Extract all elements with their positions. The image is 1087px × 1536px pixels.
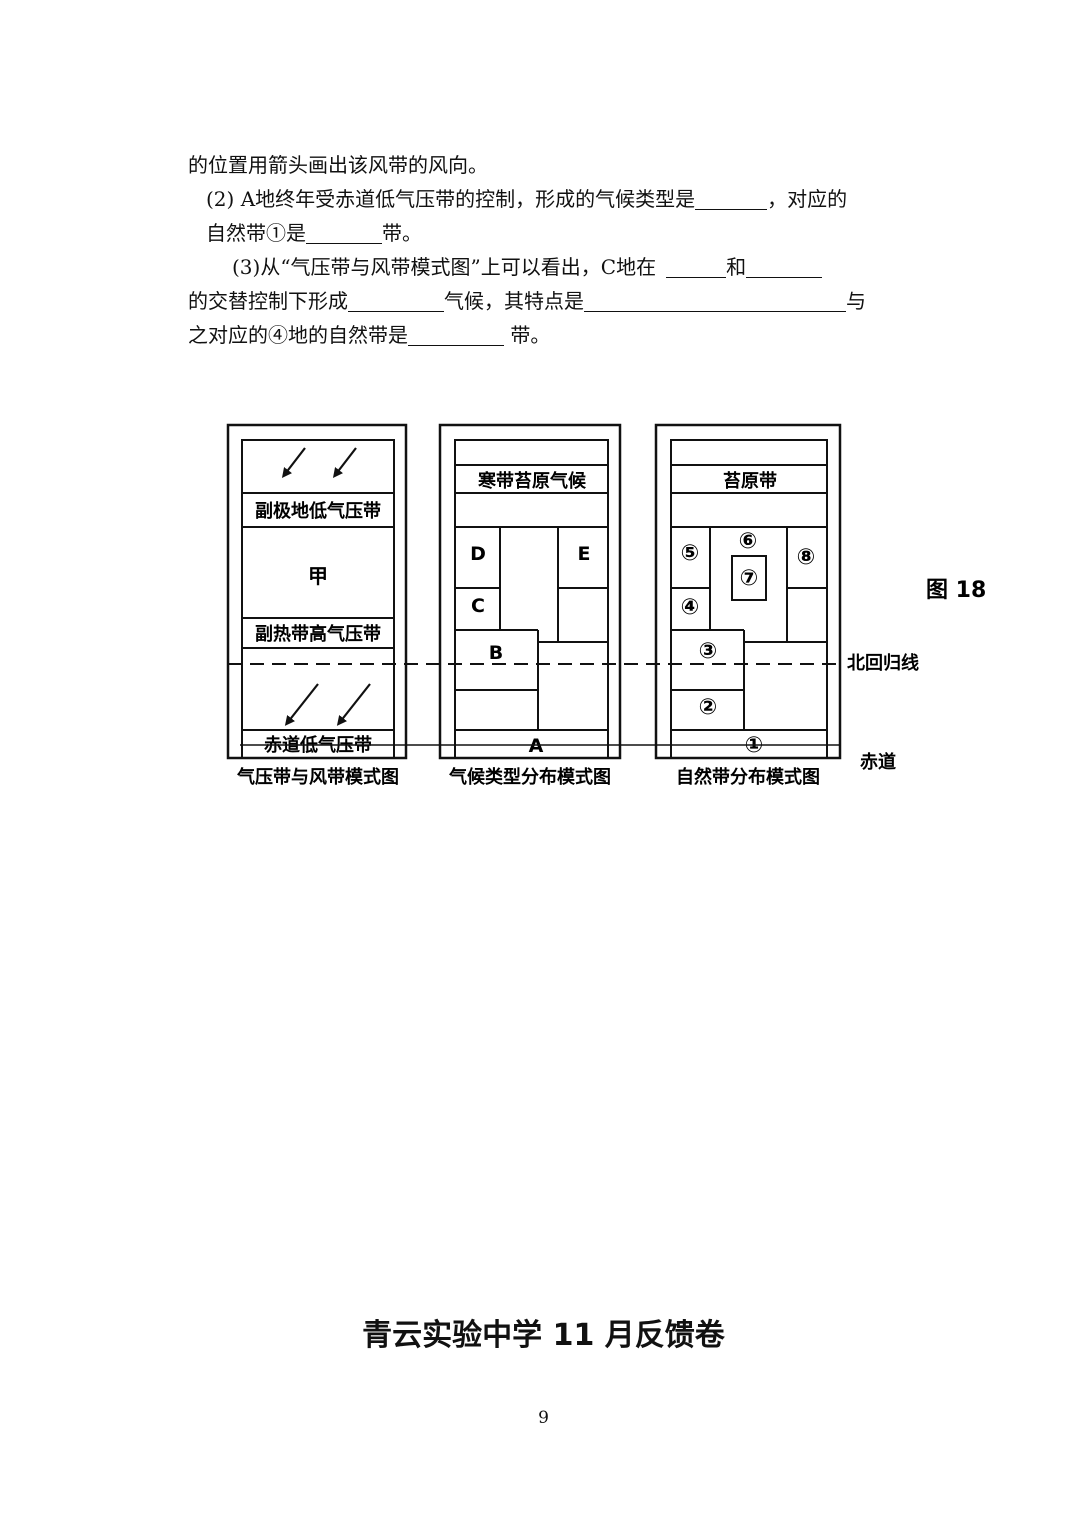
arrow-trade-2: [336, 683, 371, 726]
label-zone-8: ⑧: [797, 545, 816, 570]
label-A: A: [529, 735, 544, 757]
zone-inner-frame: [670, 439, 828, 759]
answer-blank-belt-1[interactable]: [666, 255, 727, 278]
arrow-polar-1: [281, 447, 306, 478]
label-zone-3: ③: [699, 639, 718, 664]
answer-blank-belt-2[interactable]: [746, 255, 823, 278]
q2-line2-text-2: 带。: [382, 221, 422, 245]
label-D: D: [470, 543, 486, 565]
answer-blank-zone-4[interactable]: [408, 323, 504, 346]
title-zone-diagram: 自然带分布模式图: [676, 766, 820, 788]
label-tundra-zone: 苔原带: [723, 470, 777, 492]
q3-text-1: (3)从“气压带与风带模式图”上可以看出，C地在: [232, 255, 657, 279]
q2-line2-text-1: 自然带①是: [206, 221, 306, 245]
question-2-line-1: (2) A地终年受赤道低气压带的控制，形成的气候类型是 ，对应的: [188, 182, 948, 216]
arrow-trade-1: [284, 683, 319, 726]
label-equator: 赤道: [860, 751, 896, 773]
label-zone-2: ②: [699, 695, 718, 720]
answer-blank-feature[interactable]: [584, 289, 846, 312]
natural-zone-diagram: [654, 423, 842, 760]
title-climate-diagram: 气候类型分布模式图: [448, 766, 611, 788]
climate-type-diagram: [438, 423, 622, 760]
q3-line2-text-2: 气候，其特点是: [444, 289, 584, 313]
pressure-arrows: [281, 447, 371, 726]
answer-blank-climate-c[interactable]: [348, 289, 444, 312]
label-tropic: 北回归线: [847, 652, 919, 674]
label-subpolar-low: 副极地低气压带: [255, 500, 381, 522]
label-jia: 甲: [308, 564, 328, 588]
q3-line3-text-1: 之对应的④地的自然带是: [188, 323, 408, 347]
label-subtropical-high: 副热带高气压带: [255, 623, 381, 645]
answer-blank-zone-1[interactable]: [306, 221, 382, 244]
question-3-line-2: 的交替控制下形成 气候，其特点是 与: [188, 284, 948, 318]
label-zone-7: ⑦: [740, 566, 759, 591]
label-zone-4: ④: [681, 595, 700, 620]
question-text: 的位置用箭头画出该风带的风向。 (2) A地终年受赤道低气压带的控制，形成的气候…: [188, 148, 948, 352]
figure-label: 图 18: [926, 578, 986, 603]
line1-text: 的位置用箭头画出该风带的风向。: [188, 153, 488, 177]
question-3-line-1: (3)从“气压带与风带模式图”上可以看出，C地在 和: [188, 250, 948, 284]
zone-7-box: [731, 555, 767, 601]
q3-line3-text-2: 带。: [510, 323, 551, 347]
label-tundra-climate: 寒带苔原气候: [477, 470, 587, 492]
q3-line2-text-1: 的交替控制下形成: [188, 289, 348, 313]
climate-inner-frame: [454, 439, 609, 759]
label-E: E: [578, 543, 591, 565]
label-zone-6: ⑥: [739, 529, 758, 554]
pressure-outer-frame: [226, 423, 408, 760]
question-3-line-3: 之对应的④地的自然带是 带。: [188, 318, 948, 352]
arrow-polar-2: [332, 447, 357, 478]
answer-blank-climate-a[interactable]: [695, 187, 768, 210]
question-2-line-2: 自然带①是 带。: [188, 216, 948, 250]
page-number: 9: [538, 1408, 549, 1428]
question-line-1: 的位置用箭头画出该风带的风向。: [188, 148, 948, 182]
q2-text-2: ，对应的: [767, 187, 848, 211]
exam-title: 青云实验中学 11 月反馈卷: [362, 1318, 725, 1353]
label-C: C: [471, 595, 485, 617]
q3-text-2: 和: [726, 255, 747, 279]
pressure-inner-frame: [241, 439, 395, 759]
label-zone-5: ⑤: [681, 541, 700, 566]
title-pressure-diagram: 气压带与风带模式图: [236, 766, 399, 788]
pressure-belt-diagram: [226, 423, 408, 760]
q3-line2-text-3: 与: [846, 289, 866, 313]
label-B: B: [489, 642, 503, 664]
q2-text-1: (2) A地终年受赤道低气压带的控制，形成的气候类型是: [206, 187, 696, 211]
